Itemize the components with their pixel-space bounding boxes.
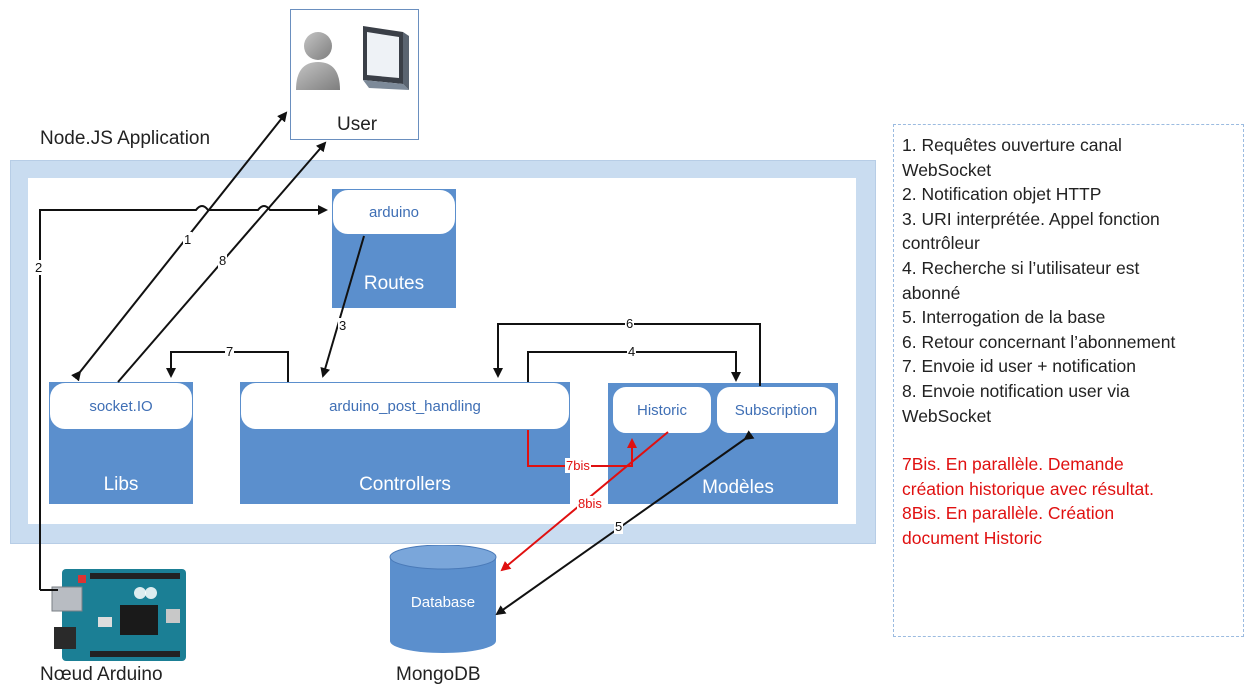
arrow-2: [39, 205, 328, 590]
subscription-model: Subscription: [716, 386, 836, 434]
user-label: User: [337, 114, 378, 135]
arduino-caption: Nœud Arduino: [40, 664, 163, 685]
legend-step: 7. Envoie id user + notification: [902, 356, 1136, 377]
legend-step: abonné: [902, 282, 961, 303]
user-silhouette-icon: [296, 32, 340, 90]
arrow-label-6: 6: [625, 316, 635, 331]
database-cylinder-icon: [389, 545, 497, 653]
arrow-label-5: 5: [614, 519, 624, 534]
historic-model: Historic: [612, 386, 712, 434]
arduino-post-handling-controller: arduino_post_handling: [240, 382, 570, 430]
database-label: Database: [410, 594, 476, 611]
arrow-label-8: 8: [218, 253, 228, 268]
controllers-label: Controllers: [359, 474, 451, 495]
legend-note: 7Bis. En parallèle. Demande: [902, 454, 1124, 475]
arrow-3: [320, 235, 365, 378]
arrow-label-3: 3: [338, 318, 348, 333]
legend-note: création historique avec résultat.: [902, 478, 1154, 499]
legend-step: WebSocket: [902, 159, 992, 180]
legend-gap: [902, 428, 1243, 452]
legend-step: 5. Interrogation de la base: [902, 307, 1106, 328]
arrow-label-8bis: 8bis: [577, 496, 603, 511]
routes-label: Routes: [363, 273, 425, 294]
legend-step: 8. Envoie notification user via: [902, 380, 1130, 401]
monitor-icon: [363, 26, 409, 90]
arrow-label-7bis: 7bis: [565, 458, 591, 473]
mongodb-caption: MongoDB: [396, 664, 481, 685]
libs-label: Libs: [103, 474, 139, 495]
legend-step: contrôleur: [902, 233, 980, 254]
arrow-label-7: 7: [225, 344, 235, 359]
legend-step: 1. Requêtes ouverture canal: [902, 135, 1122, 155]
arrow-label-4: 4: [627, 344, 637, 359]
legend-step: 4. Recherche si l’utilisateur est: [902, 257, 1140, 278]
legend-step: 3. URI interprétée. Appel fonction: [902, 208, 1160, 229]
legend-box: 1. Requêtes ouverture canal WebSocket 2.…: [893, 124, 1244, 637]
arrow-label-1: 1: [183, 232, 193, 247]
legend-note: document Historic: [902, 527, 1043, 548]
user-box: User: [290, 9, 419, 140]
socket-io-lib: socket.IO: [49, 382, 193, 430]
legend-step: 2. Notification objet HTTP: [902, 184, 1102, 205]
legend-step: 6. Retour concernant l’abonnement: [902, 331, 1176, 352]
arduino-route: arduino: [332, 189, 456, 235]
legend-note: 8Bis. En parallèle. Création: [902, 503, 1115, 524]
legend-step: WebSocket: [902, 405, 992, 426]
arduino-board-icon: [51, 569, 186, 661]
arrow-label-2: 2: [34, 260, 44, 275]
